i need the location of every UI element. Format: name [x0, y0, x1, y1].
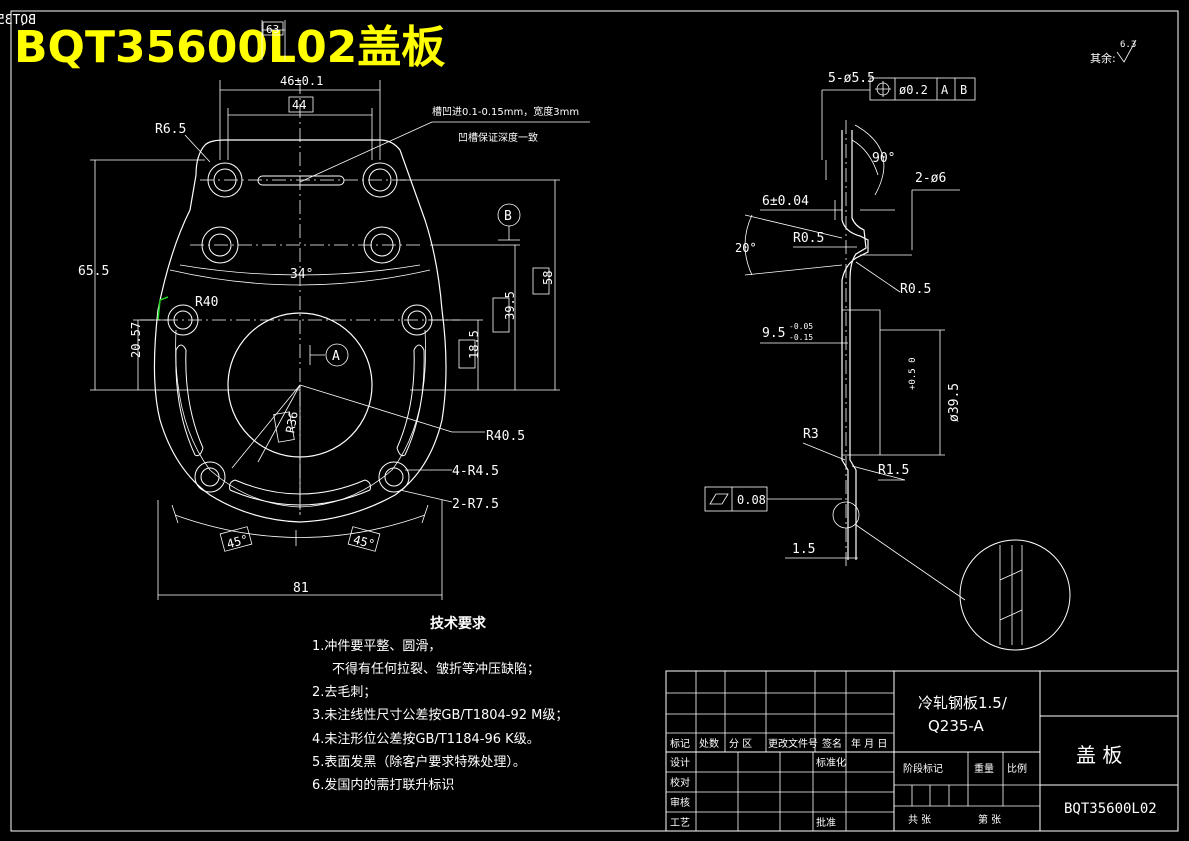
- dim-angle45b: 45°: [352, 533, 377, 552]
- flatness-icon: [709, 493, 729, 505]
- hole-mid-left: [201, 226, 239, 264]
- rev-h3: 更改文件号: [768, 737, 818, 750]
- flange-ring: [175, 329, 426, 508]
- side-view: 5-ø5.5 ø0.2 A B 90° 2-ø6 6±0.04 20° R0.5…: [704, 71, 1071, 651]
- datum-a: A: [332, 349, 340, 364]
- detail-view: [959, 539, 1071, 651]
- roughness-label: 其余:: [1090, 51, 1116, 65]
- mirrored-title: BQT35600L02: [0, 13, 36, 28]
- dim-top-box: 63: [266, 23, 279, 36]
- roughness-value: 6.3: [1120, 40, 1136, 50]
- dim-width-44: 44: [292, 98, 306, 112]
- dim-d95-dn: -0.15: [789, 333, 813, 342]
- hole-top-right: [362, 162, 398, 198]
- dim-r75: 2-R7.5: [452, 497, 499, 512]
- title-block: 标记 处数 分 区 更改文件号 签名 年 月 日 设计 校对 审核 工艺 标准化…: [665, 670, 1179, 832]
- dim-holes: 5-ø5.5: [828, 71, 875, 86]
- drawing-number: BQT35600L02: [1064, 801, 1157, 817]
- tech-line-2: 不得有任何拉裂、皱折等冲压缺陷；: [332, 661, 540, 677]
- standardize-label: 标准化: [816, 756, 846, 769]
- dim-angle20: 20°: [735, 241, 757, 255]
- dim-r405: R40.5: [486, 429, 525, 444]
- right-slot: [396, 344, 425, 457]
- tech-line-5: 4.未注形位公差按GB/T1184-96 K级。: [312, 732, 540, 747]
- dim-angle34: 34°: [290, 267, 313, 282]
- groove-note-2: 凹槽保证深度一致: [458, 131, 538, 144]
- material-2: Q235-A: [928, 717, 985, 735]
- drawing-frame: [10, 10, 1179, 832]
- dim-r05b: R0.5: [900, 282, 931, 297]
- drawing-title: BQT35600L02盖板: [14, 22, 445, 73]
- detail-circle: [832, 501, 860, 529]
- hole-bottom-right: [378, 461, 410, 493]
- rev-h0: 标记: [670, 738, 690, 750]
- weight-label: 重量: [974, 762, 994, 775]
- dim-r05a: R0.5: [793, 231, 824, 246]
- tol-a: A: [941, 83, 949, 97]
- rev-h5: 年 月 日: [851, 737, 887, 750]
- dim-h65: 65.5: [78, 264, 109, 279]
- dim-h39: 39.5: [503, 291, 517, 320]
- tech-line-1: 1.冲件要平整、圆滑，: [312, 639, 441, 654]
- dim-dia395: ø39.5: [947, 383, 962, 422]
- left-slot: [175, 344, 204, 457]
- part-name: 盖 板: [1076, 743, 1122, 767]
- row-process: 工艺: [670, 817, 690, 829]
- dim-angle90: 90°: [872, 151, 895, 166]
- dim-r40: R40: [195, 295, 218, 310]
- material-1: 冷轧钢板1.5/: [918, 694, 1008, 712]
- dim-d6: 6±0.04: [762, 194, 809, 209]
- dim-r36: R36: [283, 410, 301, 434]
- dim-r3: R3: [803, 427, 819, 442]
- dim-dia395-tol: +0.5 0: [908, 357, 918, 390]
- hole-top-left: [207, 162, 243, 198]
- groove-note-1: 槽凹进0.1-0.15mm，宽度3mm: [432, 105, 579, 118]
- dim-r65: R6.5: [155, 122, 186, 137]
- rev-h1: 处数: [699, 737, 719, 750]
- dim-d95-up: -0.05: [789, 322, 813, 331]
- groove-slot: [257, 175, 345, 186]
- dim-h185: 18.5: [467, 330, 481, 359]
- stage-label: 阶段标记: [903, 762, 943, 775]
- sheet-no: 第 张: [978, 813, 1001, 826]
- roughness-symbol-icon: [1116, 39, 1137, 63]
- tech-line-3: 2.去毛刺；: [312, 685, 376, 700]
- total-sheets: 共 张: [908, 814, 931, 826]
- dim-h2057: 20.57: [129, 322, 143, 358]
- datum-a-marker: [325, 343, 349, 367]
- tech-requirements: 技术要求 1.冲件要平整、圆滑， 不得有任何拉裂、皱折等冲压缺陷； 2.去毛刺；…: [312, 615, 568, 793]
- bottom-slot: [229, 479, 371, 506]
- dim-d95: 9.5: [762, 326, 785, 341]
- tech-heading: 技术要求: [430, 615, 487, 632]
- hole-mid-right: [363, 226, 401, 264]
- dim-h58: 58: [541, 271, 555, 285]
- row-check: 校对: [670, 776, 690, 789]
- tech-line-4: 3.未注线性尺寸公差按GB/T1804-92 M级；: [312, 708, 568, 723]
- dim-t15: 1.5: [792, 542, 815, 557]
- row-design: 设计: [670, 756, 690, 769]
- approve-label: 批准: [816, 816, 836, 829]
- rev-h4: 签名: [822, 737, 842, 750]
- dim-angle45a: 45°: [225, 532, 250, 551]
- dim-width-46: 46±0.1: [280, 74, 323, 88]
- tol-pos: ø0.2: [899, 83, 928, 97]
- tech-line-6: 5.表面发黑（除客户要求特殊处理）。: [312, 754, 526, 770]
- dim-holes2: 2-ø6: [915, 171, 946, 186]
- rev-h2: 分 区: [729, 738, 752, 750]
- datum-b: B: [504, 209, 512, 224]
- row-review: 审核: [670, 796, 690, 809]
- dim-r45: 4-R4.5: [452, 464, 499, 479]
- scale-label: 比例: [1007, 762, 1027, 775]
- tech-line-7: 6.发国内的需打联升标识: [312, 777, 454, 793]
- front-view: 63 46±0.1 44 R6.5 槽凹进0.1-0.15mm，宽度3mm 凹槽…: [78, 20, 590, 600]
- dim-w81: 81: [293, 581, 309, 596]
- hole-bottom-left: [194, 461, 226, 493]
- tol-b: B: [960, 83, 967, 97]
- dim-r15: R1.5: [878, 463, 909, 478]
- flat-val: 0.08: [737, 493, 766, 507]
